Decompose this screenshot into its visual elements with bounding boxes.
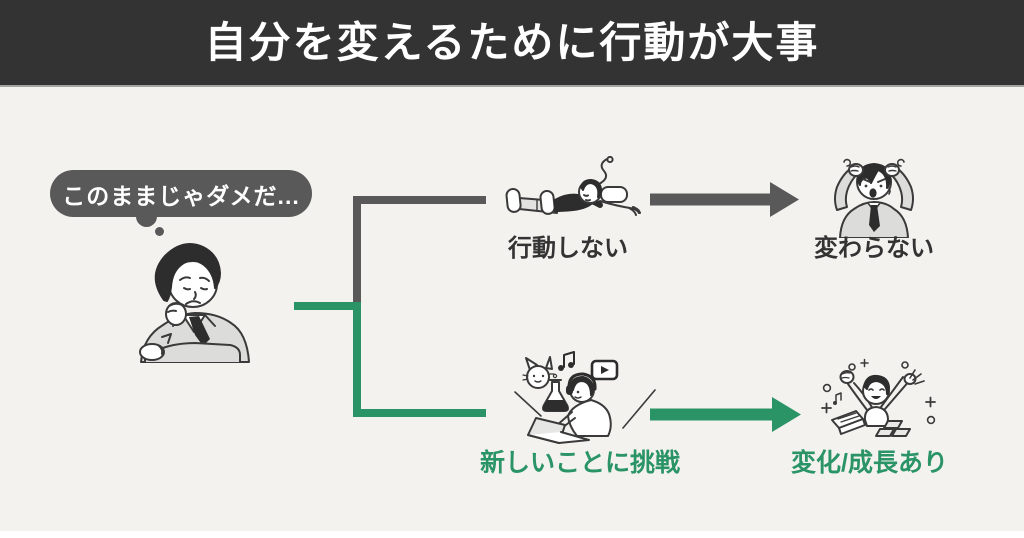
- cat-icon: [522, 356, 555, 389]
- music-note-icon: [558, 351, 575, 371]
- top-branch-action-label: 行動しない: [508, 235, 628, 262]
- branch-top-horizontal-line: [353, 196, 486, 204]
- arrow-right-green-icon: [650, 397, 801, 432]
- thought-bubble-text: このままじゃダメだ...: [62, 182, 300, 209]
- bottom-branch-action-label: 新しいことに挑戦: [480, 449, 681, 477]
- person-holding-head-icon: [834, 158, 914, 238]
- person-celebrating-icon: [821, 358, 936, 437]
- bottom-branch-result-label: 変化/成長あり: [791, 449, 948, 477]
- person-learning-laptop-icon: [514, 351, 656, 444]
- play-button-icon: [590, 359, 619, 381]
- header-bar: 自分を変えるために行動が大事: [0, 0, 1024, 87]
- branch-top-vertical-line: [353, 196, 361, 310]
- flask-icon: [542, 373, 569, 412]
- books-icon: [831, 410, 866, 435]
- bottom-white-strip: [0, 531, 1024, 538]
- person-lying-down-icon: [505, 156, 641, 216]
- branch-root-line: [294, 302, 361, 310]
- branch-bottom-horizontal-line: [353, 409, 486, 417]
- thought-bubble: このままじゃダメだ...: [50, 170, 312, 217]
- person-thinking-icon: [139, 243, 250, 363]
- sparkles-icon: [821, 358, 936, 425]
- page-title: 自分を変えるために行動が大事: [204, 18, 820, 66]
- arrow-right-gray-icon: [650, 182, 799, 217]
- branch-bottom-vertical-line: [353, 302, 361, 417]
- gold-bars-icon: [875, 420, 911, 437]
- thought-bubble-dot: [155, 227, 164, 236]
- top-branch-result-label: 変わらない: [814, 235, 934, 262]
